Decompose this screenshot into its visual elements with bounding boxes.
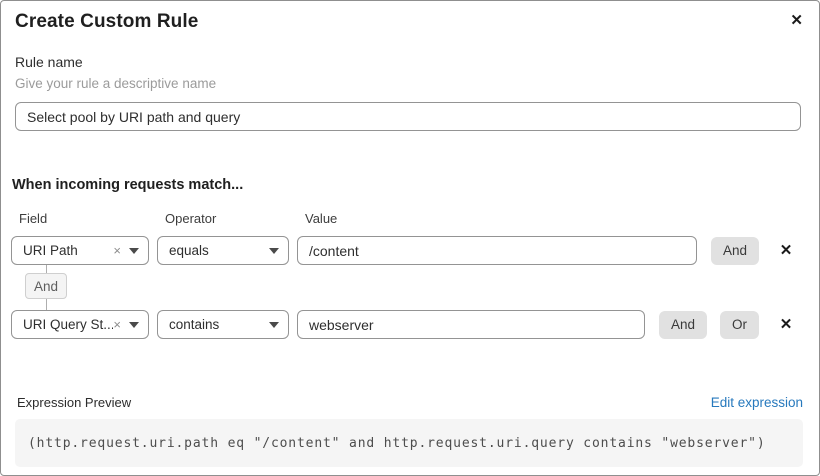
rule-name-label: Rule name bbox=[15, 54, 83, 70]
add-and-condition-button[interactable]: And bbox=[658, 310, 707, 339]
and-connector-pill: And bbox=[25, 273, 67, 299]
chevron-down-icon bbox=[269, 321, 279, 328]
condition-row: URI Path × equals And ✕ bbox=[11, 236, 803, 265]
expression-preview-section: Expression Preview Edit expression (http… bbox=[15, 395, 803, 467]
operator-select[interactable]: contains bbox=[157, 310, 289, 339]
operator-select-value: equals bbox=[169, 243, 209, 258]
column-label-field: Field bbox=[19, 211, 48, 226]
rule-name-input[interactable] bbox=[15, 102, 801, 131]
dialog-header: Create Custom Rule ✕ bbox=[15, 11, 803, 33]
field-select[interactable]: URI Query St... × bbox=[11, 310, 149, 339]
expression-code-box: (http.request.uri.path eq "/content" and… bbox=[15, 419, 803, 467]
match-section: When incoming requests match... Field Op… bbox=[11, 177, 803, 339]
columns-row: Field Operator Value bbox=[15, 211, 803, 226]
field-select-value: URI Query St... bbox=[23, 317, 114, 332]
value-input[interactable] bbox=[297, 236, 697, 265]
chevron-down-icon bbox=[129, 247, 139, 254]
connector-line bbox=[45, 265, 47, 273]
match-heading: When incoming requests match... bbox=[12, 177, 244, 193]
expression-code: (http.request.uri.path eq "/content" and… bbox=[28, 435, 766, 451]
delete-condition-icon[interactable]: ✕ bbox=[769, 317, 803, 332]
operator-select-value: contains bbox=[169, 317, 220, 332]
close-icon[interactable]: ✕ bbox=[790, 12, 803, 29]
clear-selection-icon[interactable]: × bbox=[113, 243, 121, 258]
expression-preview-label: Expression Preview bbox=[17, 395, 132, 410]
rule-name-helper: Give your rule a descriptive name bbox=[15, 76, 217, 91]
chevron-down-icon bbox=[129, 321, 139, 328]
add-or-condition-button[interactable]: Or bbox=[720, 310, 759, 339]
column-label-operator: Operator bbox=[165, 211, 217, 226]
value-input[interactable] bbox=[297, 310, 645, 339]
edit-expression-link[interactable]: Edit expression bbox=[710, 395, 803, 410]
field-select[interactable]: URI Path × bbox=[11, 236, 149, 265]
field-select-value: URI Path bbox=[23, 243, 78, 258]
delete-condition-icon[interactable]: ✕ bbox=[769, 243, 803, 258]
row-buttons: And bbox=[710, 236, 759, 265]
operator-select[interactable]: equals bbox=[157, 236, 289, 265]
add-and-condition-button[interactable]: And bbox=[710, 236, 759, 265]
column-label-value: Value bbox=[305, 211, 338, 226]
connector-line bbox=[45, 299, 47, 310]
and-connector: And bbox=[25, 265, 67, 310]
chevron-down-icon bbox=[269, 247, 279, 254]
expression-header: Expression Preview Edit expression bbox=[15, 395, 803, 410]
clear-selection-icon[interactable]: × bbox=[113, 317, 121, 332]
condition-row: URI Query St... × contains And Or ✕ bbox=[11, 310, 803, 339]
dialog-title: Create Custom Rule bbox=[15, 11, 199, 32]
row-buttons: And Or bbox=[658, 310, 759, 339]
rule-name-section: Rule name Give your rule a descriptive n… bbox=[15, 54, 803, 131]
